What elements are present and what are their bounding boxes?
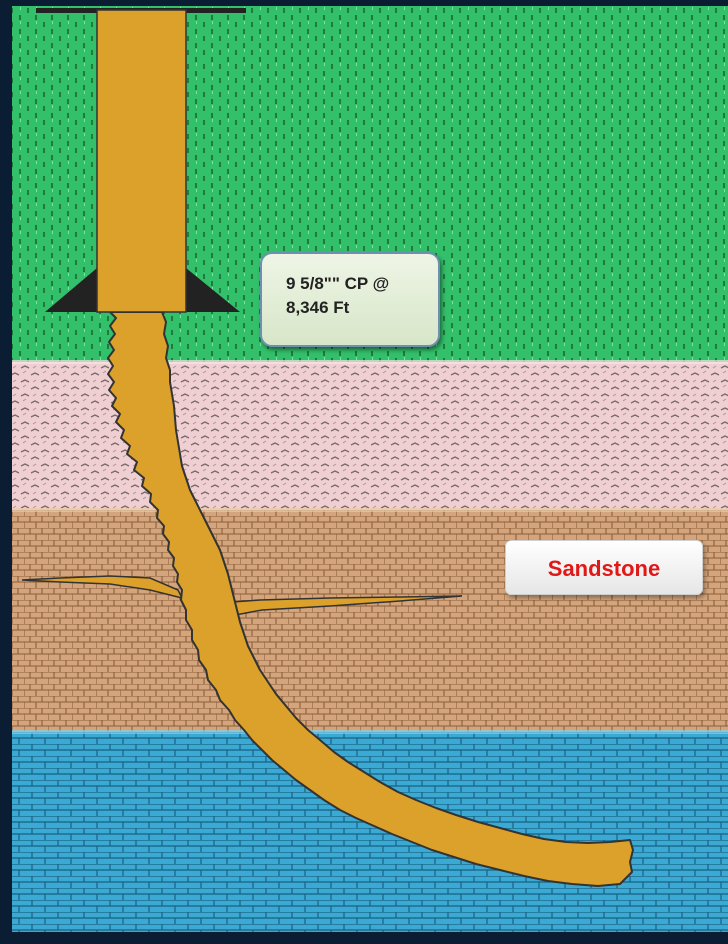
- boundary-line: [12, 730, 728, 734]
- casing-string: [97, 10, 186, 312]
- casing-point-depth: 8,346 Ft: [286, 296, 426, 320]
- casing-point-callout: 9 5/8"" CP @ 8,346 Ft: [260, 252, 440, 347]
- lower-formation-layer: [12, 732, 728, 932]
- boundary-line: [12, 508, 728, 512]
- sandstone-label-text: Sandstone: [548, 556, 660, 581]
- casing-point-label: 9 5/8"" CP @: [286, 272, 426, 296]
- sandstone-label: Sandstone: [505, 540, 703, 595]
